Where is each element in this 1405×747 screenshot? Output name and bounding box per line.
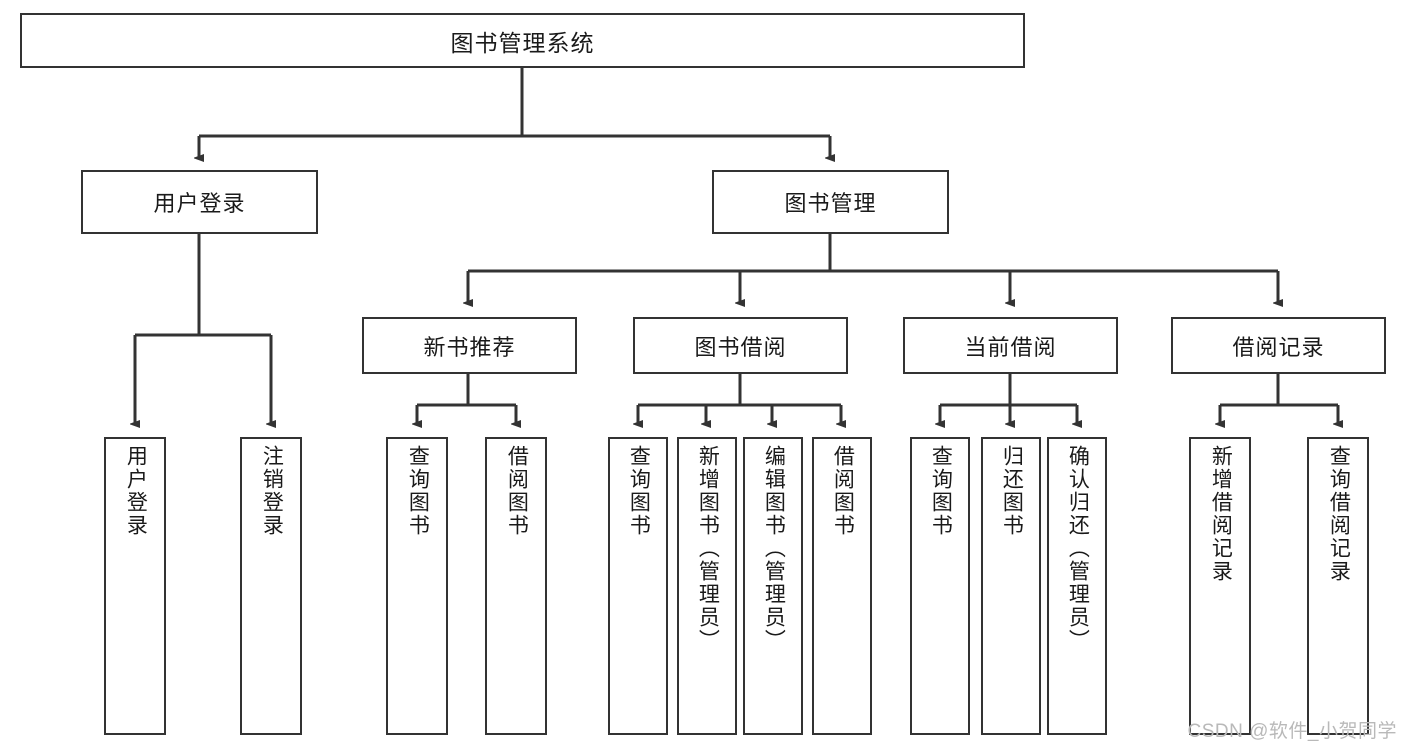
- node-root-system-label: 图书管理系统: [450, 29, 595, 56]
- node-leaf-query-book-current-label: 查询图书: [929, 445, 953, 537]
- node-root-system[interactable]: 图书管理系统: [20, 13, 1025, 68]
- node-leaf-edit-book-admin[interactable]: 编辑图书（管理员）: [743, 437, 803, 735]
- node-book-management[interactable]: 图书管理: [712, 170, 949, 234]
- node-leaf-query-borrow-record-label: 查询借阅记录: [1327, 445, 1351, 583]
- node-leaf-logout[interactable]: 注销登录: [240, 437, 302, 735]
- node-borrow-record[interactable]: 借阅记录: [1171, 317, 1386, 374]
- node-leaf-add-book-admin-label: 新增图书（管理员）: [696, 445, 720, 652]
- node-current-borrow-label: 当前借阅: [964, 334, 1057, 360]
- node-new-book-recommend[interactable]: 新书推荐: [362, 317, 577, 374]
- node-leaf-add-book-admin[interactable]: 新增图书（管理员）: [677, 437, 737, 735]
- node-leaf-query-book-borrow[interactable]: 查询图书: [608, 437, 668, 735]
- node-leaf-edit-book-admin-label: 编辑图书（管理员）: [762, 445, 786, 652]
- node-leaf-logout-label: 注销登录: [260, 445, 284, 537]
- node-leaf-query-book-recommend[interactable]: 查询图书: [386, 437, 448, 735]
- node-leaf-add-borrow-record[interactable]: 新增借阅记录: [1189, 437, 1251, 735]
- node-leaf-borrow-book-recommend[interactable]: 借阅图书: [485, 437, 547, 735]
- node-user-login-label: 用户登录: [153, 191, 246, 216]
- node-leaf-borrow-book-label: 借阅图书: [831, 445, 855, 537]
- node-leaf-query-book-borrow-label: 查询图书: [627, 445, 651, 537]
- node-leaf-user-login-label: 用户登录: [124, 445, 148, 537]
- node-leaf-confirm-return-admin[interactable]: 确认归还（管理员）: [1047, 437, 1107, 735]
- node-book-management-label: 图书管理: [784, 191, 877, 216]
- node-book-borrow-label: 图书借阅: [694, 334, 787, 360]
- node-leaf-query-borrow-record[interactable]: 查询借阅记录: [1307, 437, 1369, 735]
- node-new-book-recommend-label: 新书推荐: [423, 334, 516, 360]
- node-current-borrow[interactable]: 当前借阅: [903, 317, 1118, 374]
- node-leaf-borrow-book[interactable]: 借阅图书: [812, 437, 872, 735]
- node-leaf-return-book[interactable]: 归还图书: [981, 437, 1041, 735]
- watermark: CSDN @软件_小贺同学: [1187, 721, 1397, 742]
- node-leaf-confirm-return-admin-label: 确认归还（管理员）: [1066, 445, 1090, 652]
- node-leaf-add-borrow-record-label: 新增借阅记录: [1209, 445, 1233, 583]
- node-leaf-query-book-current[interactable]: 查询图书: [910, 437, 970, 735]
- node-borrow-record-label: 借阅记录: [1232, 334, 1325, 360]
- node-book-borrow[interactable]: 图书借阅: [633, 317, 848, 374]
- node-leaf-return-book-label: 归还图书: [1000, 445, 1024, 537]
- node-leaf-borrow-book-recommend-label: 借阅图书: [505, 445, 529, 537]
- node-user-login[interactable]: 用户登录: [81, 170, 318, 234]
- node-leaf-user-login[interactable]: 用户登录: [104, 437, 166, 735]
- node-leaf-query-book-recommend-label: 查询图书: [406, 445, 430, 537]
